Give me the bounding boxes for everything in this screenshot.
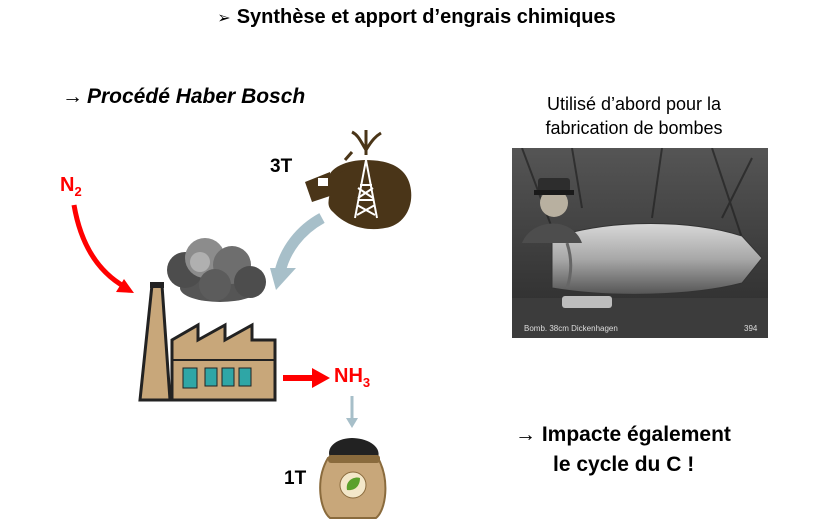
n2-arrow xyxy=(71,204,134,293)
nh3-subscript: 3 xyxy=(362,375,371,390)
oil-derrick-icon xyxy=(305,130,412,230)
process-heading: →Procédé Haber Bosch xyxy=(62,85,305,109)
process-name: Procédé Haber Bosch xyxy=(87,85,306,108)
input-amount-label: 3T xyxy=(270,156,293,177)
nh3-base: NH xyxy=(334,365,363,387)
fertilizer-bag-icon xyxy=(319,438,387,519)
smoke-cloud-icon xyxy=(167,238,266,302)
bullet-arrow-icon: ➢ xyxy=(217,10,231,27)
photo-caption: Utilisé d’abord pour la fabrication de b… xyxy=(510,92,758,140)
photo-illustration: Bomb. 38cm Dickenhagen 394 xyxy=(512,148,768,338)
factory-to-nh3-arrow xyxy=(283,368,330,388)
output-amount-label: 1T xyxy=(284,468,307,489)
nh3-to-bag-arrow xyxy=(346,396,358,428)
n2-subscript: 2 xyxy=(74,184,82,199)
slide-title: ➢ Synthèse et apport d’engrais chimiques xyxy=(0,6,833,29)
photo-number: 394 xyxy=(744,324,758,333)
n2-label: N2 xyxy=(60,174,82,199)
photo-inscription: Bomb. 38cm Dickenhagen xyxy=(524,324,618,333)
impact-line-2: le cycle du C ! xyxy=(553,453,695,476)
caption-line-2: fabrication de bombes xyxy=(545,118,723,138)
n2-base: N xyxy=(60,174,75,196)
carbon-cycle-note: → Impacte également le cycle du C ! xyxy=(515,420,731,480)
factory-icon xyxy=(138,282,277,402)
nh3-label: NH3 xyxy=(334,365,370,390)
title-text: Synthèse et apport d’engrais chimiques xyxy=(236,6,616,28)
impact-line-1: → Impacte également xyxy=(515,423,731,446)
right-arrow-icon: → xyxy=(62,85,83,108)
soldier-bomb-photo: Bomb. 38cm Dickenhagen 394 xyxy=(512,148,768,338)
caption-line-1: Utilisé d’abord pour la xyxy=(546,94,722,114)
oil-to-factory-arrow xyxy=(270,213,325,290)
